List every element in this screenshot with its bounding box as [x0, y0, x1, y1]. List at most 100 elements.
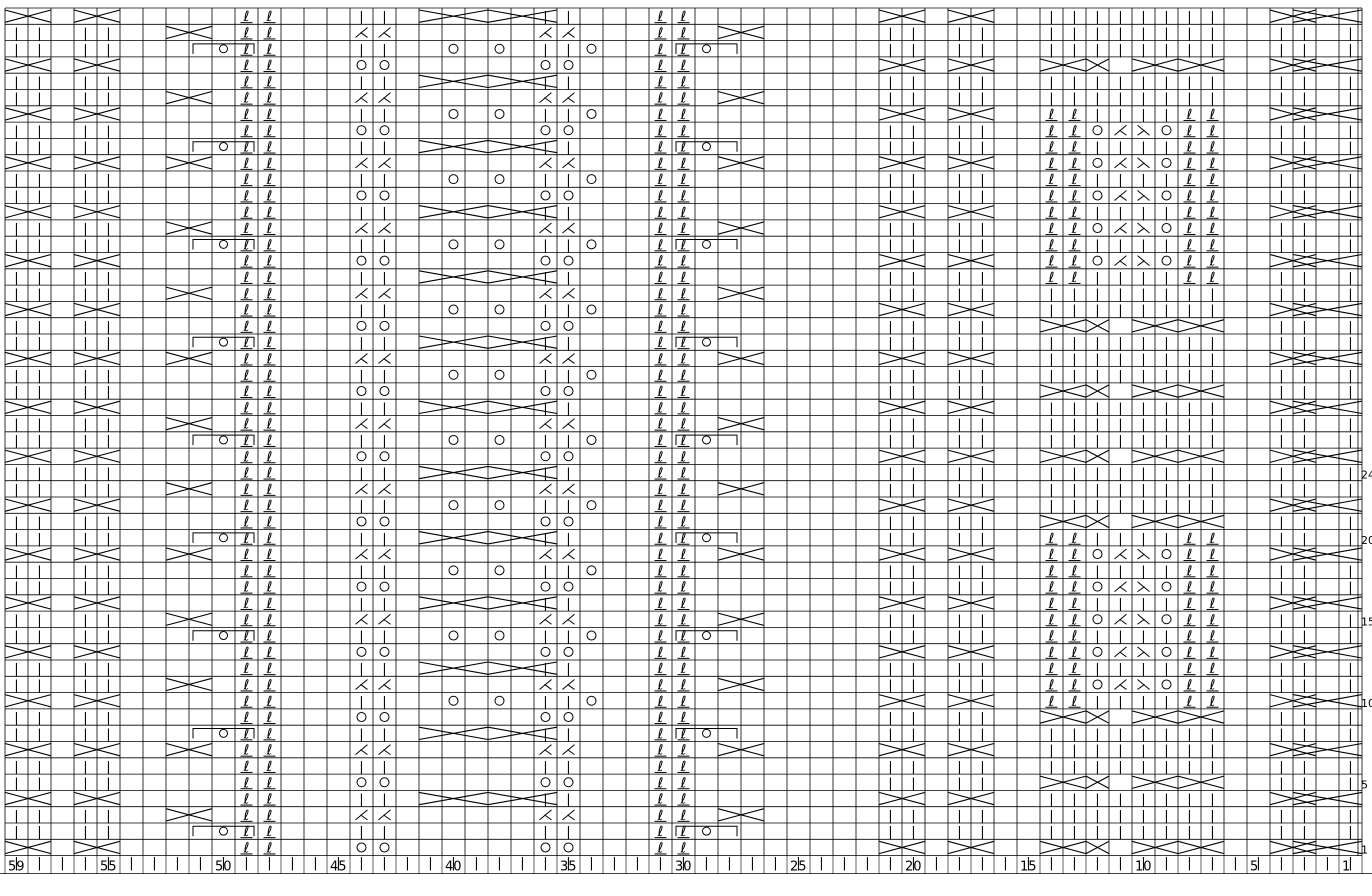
knit-stitch: | [1187, 483, 1191, 498]
knit-stitch: | [1049, 856, 1053, 871]
k2tog-stitch [356, 419, 368, 429]
k2tog-stitch [563, 679, 575, 689]
yarn-over [564, 61, 573, 70]
knit-stitch: | [888, 809, 892, 824]
knit-stitch: | [1164, 630, 1168, 645]
knit-stitch: | [1118, 43, 1122, 58]
knit-stitch: | [83, 515, 87, 530]
knit-stitch: | [1279, 809, 1283, 824]
knit-stitch: | [1187, 434, 1191, 449]
slip-cluster-yo [703, 436, 711, 444]
yarn-over [587, 370, 596, 379]
knit-stitch: | [1118, 483, 1122, 498]
yarn-over [1162, 256, 1171, 265]
knit-stitch: | [911, 238, 915, 253]
knit-stitch: | [1348, 287, 1352, 302]
knit-stitch: | [1279, 678, 1283, 693]
knit-stitch: | [1302, 173, 1306, 188]
knit-stitch: | [37, 336, 41, 351]
knit-stitch: | [566, 695, 570, 710]
knit-stitch: | [359, 727, 363, 742]
knit-stitch: | [14, 238, 18, 253]
knit-stitch: | [1049, 483, 1053, 498]
knit-stitch: | [1348, 75, 1352, 90]
knit-stitch: | [1095, 564, 1099, 579]
knit-stitch: | [566, 760, 570, 775]
knit-stitch: | [1348, 238, 1352, 253]
knit-stitch: | [566, 532, 570, 547]
knit-stitch: | [957, 727, 961, 742]
knit-stitch: | [83, 385, 87, 400]
yarn-over [380, 61, 389, 70]
knit-stitch: | [1118, 727, 1122, 742]
column-number: 20 [905, 860, 922, 875]
knit-stitch: | [1279, 711, 1283, 726]
k2tog-stitch [379, 288, 391, 298]
slip-cluster-yo [220, 338, 228, 346]
column-number: 30 [675, 860, 692, 875]
knit-stitch: | [1072, 369, 1076, 384]
knit-stitch: | [1049, 26, 1053, 41]
knit-stitch: | [566, 304, 570, 319]
yarn-over [541, 778, 550, 787]
knit-stitch: | [382, 75, 386, 90]
k2tog-stitch [1115, 549, 1127, 559]
knit-stitch: | [14, 271, 18, 286]
cable-cross [1293, 695, 1362, 707]
yarn-over [1162, 680, 1171, 689]
knit-stitch: | [1118, 825, 1122, 840]
knit-stitch: | [359, 401, 363, 416]
knit-stitch: | [1210, 483, 1214, 498]
knit-stitch: | [911, 189, 915, 204]
knit-stitch: | [888, 173, 892, 188]
knit-stitch: | [359, 173, 363, 188]
knit-stitch: | [1141, 532, 1145, 547]
knit-stitch: | [566, 793, 570, 808]
yarn-over [1162, 615, 1171, 624]
yarn-over [1162, 647, 1171, 656]
knit-stitch: | [980, 678, 984, 693]
knit-stitch: | [1141, 75, 1145, 90]
knit-stitch: | [980, 189, 984, 204]
yarn-over [495, 501, 504, 510]
knit-stitch: | [934, 856, 938, 871]
knit-stitch: | [543, 564, 547, 579]
knit-stitch: | [980, 825, 984, 840]
knit-stitch: | [1302, 662, 1306, 677]
knit-stitch: | [1118, 695, 1122, 710]
knit-stitch: | [106, 825, 110, 840]
row-number: 5 [1361, 778, 1368, 791]
k2tog-stitch [563, 484, 575, 494]
knit-stitch: | [1164, 141, 1168, 156]
knit-stitch: | [1210, 10, 1214, 25]
knit-stitch: | [566, 108, 570, 123]
knit-stitch: | [14, 418, 18, 433]
knit-stitch: | [1279, 369, 1283, 384]
knit-stitch: | [14, 173, 18, 188]
knit-stitch: | [1118, 75, 1122, 90]
knit-stitch: | [83, 271, 87, 286]
knit-stitch: | [1302, 75, 1306, 90]
knit-stitch: | [1095, 141, 1099, 156]
knit-stitch: | [1210, 825, 1214, 840]
knit-stitch: | [1279, 776, 1283, 791]
knit-stitch: | [1187, 418, 1191, 433]
knit-stitch: | [957, 467, 961, 482]
ssk-stitch [1138, 679, 1150, 689]
knit-stitch: | [1141, 825, 1145, 840]
knit-stitch: | [83, 809, 87, 824]
knit-stitch: | [566, 238, 570, 253]
knit-stitch: | [37, 467, 41, 482]
knit-stitch: | [382, 793, 386, 808]
knit-stitch: | [1141, 744, 1145, 759]
knit-stitch: | [911, 825, 915, 840]
knit-stitch: | [1141, 695, 1145, 710]
yarn-over [1093, 615, 1102, 624]
knit-stitch: | [83, 418, 87, 433]
knit-stitch: | [980, 809, 984, 824]
knit-stitch: | [1348, 483, 1352, 498]
knit-stitch: | [14, 532, 18, 547]
cable-cross [1086, 385, 1109, 397]
cable-cross [419, 727, 488, 739]
knit-stitch: | [980, 173, 984, 188]
